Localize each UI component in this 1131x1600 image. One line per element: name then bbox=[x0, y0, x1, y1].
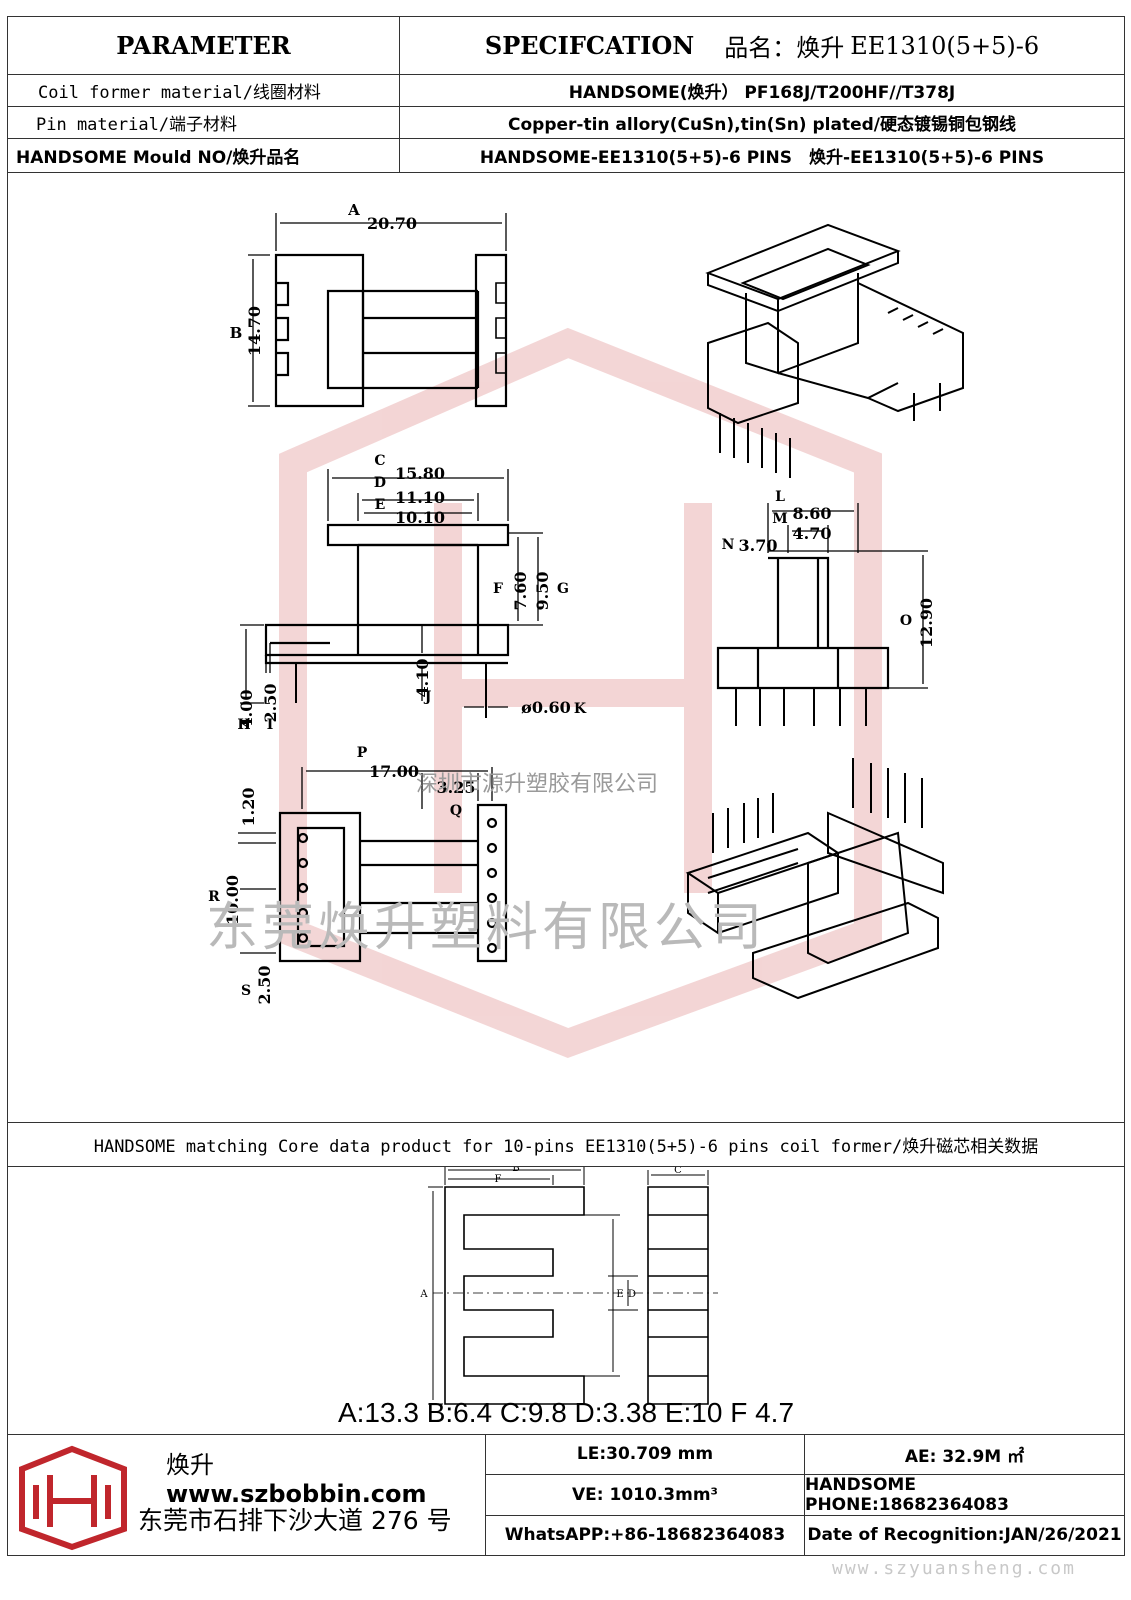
dim-value-o: 12.90 bbox=[917, 598, 936, 648]
dim-value-e: 10.10 bbox=[395, 508, 445, 527]
company-block: 焕升 www.szbobbin.com 东莞市石排下沙大道 276 号 bbox=[8, 1435, 486, 1555]
dim-letter-l: L bbox=[775, 489, 785, 505]
iso-view-top bbox=[705, 223, 964, 478]
company-logo bbox=[19, 1445, 127, 1551]
whatsapp-value: WhatsAPP:+86-18682364083 bbox=[486, 1515, 805, 1555]
core-label-d: D bbox=[628, 1289, 636, 1300]
top-view bbox=[248, 213, 508, 408]
dim-letter-n: N bbox=[722, 537, 735, 553]
parameter-title: PARAMETER bbox=[116, 31, 291, 60]
dim-letter-g: G bbox=[557, 581, 569, 597]
dim-letter-h: H bbox=[237, 717, 250, 733]
footer: 焕升 www.szbobbin.com 东莞市石排下沙大道 276 号 LE:3… bbox=[8, 1435, 1124, 1555]
dim-letter-s: S bbox=[241, 983, 251, 999]
product-name-code: EE1310(5+5)-6 bbox=[850, 31, 1040, 60]
ae-value: AE: 32.9M ㎡ bbox=[805, 1435, 1124, 1475]
dim-letter-o: O bbox=[900, 613, 912, 629]
dimension-labels: A 20.70 B 14.70 C 15.80 D 11.10 E 10.10 … bbox=[208, 201, 936, 1004]
param-value: HANDSOME-EE1310(5+5)-6 PINS 焕升-EE1310(5+… bbox=[479, 148, 1045, 168]
dim-value-g: 9.50 bbox=[533, 572, 552, 611]
dim-letter-q: Q bbox=[450, 803, 462, 819]
bottom-view bbox=[238, 767, 508, 963]
dim-value-k: ø0.60 bbox=[521, 698, 571, 717]
core-e-shape bbox=[444, 1186, 585, 1405]
param-label: Coil former material/线圈材料 bbox=[8, 75, 400, 106]
core-values: A:13.3 B:6.4 C:9.8 D:3.38 E:10 F 4.7 bbox=[337, 1397, 795, 1428]
iso-view-bottom bbox=[685, 758, 944, 1000]
dim-value-c: 15.80 bbox=[395, 464, 445, 483]
core-label-e: E bbox=[616, 1289, 623, 1300]
product-name-cn: 焕升 bbox=[796, 34, 845, 62]
core-label-c: C bbox=[674, 1167, 682, 1176]
core-label-a: A bbox=[419, 1289, 428, 1300]
param-value: HANDSOME(焕升） PF168J/T200HF//T378J bbox=[568, 83, 956, 103]
watermark-site: www.szyuansheng.com bbox=[832, 1558, 1076, 1579]
dim-value-i: 2.50 bbox=[261, 684, 280, 723]
watermark-company-small: 深圳市源升塑胶有限公司 bbox=[416, 772, 659, 797]
front-view bbox=[240, 469, 543, 718]
core-side-shape bbox=[647, 1186, 709, 1405]
company-brand-row: 焕升 www.szbobbin.com bbox=[166, 1445, 485, 1508]
parameter-header: PARAMETER bbox=[8, 17, 400, 74]
dim-letter-j: J bbox=[423, 689, 432, 705]
dim-letter-p: P bbox=[357, 745, 368, 761]
param-row: Coil former material/线圈材料 HANDSOME(焕升） P… bbox=[8, 75, 1124, 107]
dim-value-d: 11.10 bbox=[395, 488, 445, 507]
dim-value-p: 17.00 bbox=[369, 762, 419, 781]
dim-letter-k: K bbox=[574, 701, 587, 717]
dim-value-m: 4.70 bbox=[793, 524, 832, 543]
spec-header: SPECIFCATION 品名： 焕升 EE1310(5+5)-6 bbox=[400, 17, 1124, 74]
header-row: PARAMETER SPECIFCATION 品名： 焕升 EE1310(5+5… bbox=[8, 17, 1124, 75]
param-row: HANDSOME Mould NO/焕升品名 HANDSOME-EE1310(5… bbox=[8, 139, 1124, 173]
dim-value-s: 2.50 bbox=[255, 966, 274, 1005]
company-website: www.szbobbin.com bbox=[166, 1480, 427, 1508]
dim-letter-c: C bbox=[374, 453, 385, 469]
core-drawing: B F A E D C A:13.3 B:6.4 C:9.8 D:3.38 E:… bbox=[8, 1167, 1124, 1435]
dim-value-f: 7.60 bbox=[511, 572, 530, 611]
dim-letter-m: M bbox=[772, 511, 788, 527]
technical-drawing: A 20.70 B 14.70 C 15.80 D 11.10 E 10.10 … bbox=[8, 173, 1124, 1123]
core-data-title: HANDSOME matching Core data product for … bbox=[8, 1123, 1124, 1167]
company-address: 东莞市石排下沙大道 276 号 bbox=[138, 1506, 452, 1535]
spec-title: SPECIFCATION bbox=[484, 31, 695, 60]
spec-sheet: PARAMETER SPECIFCATION 品名： 焕升 EE1310(5+5… bbox=[7, 16, 1125, 1556]
dim-letter-i: I bbox=[267, 717, 274, 733]
product-name-label: 品名： bbox=[724, 34, 797, 62]
dim-letter-e: E bbox=[375, 497, 386, 513]
param-label: HANDSOME Mould NO/焕升品名 bbox=[8, 139, 400, 172]
param-label: Pin material/端子材料 bbox=[8, 107, 400, 138]
le-value: LE:30.709 mm bbox=[486, 1435, 805, 1475]
magnetic-data-grid: LE:30.709 mm AE: 32.9M ㎡ VE: 1010.3mm³ H… bbox=[486, 1435, 1124, 1555]
recognition-date: Date of Recognition:JAN/26/2021 bbox=[807, 1525, 1122, 1546]
dim-value-t: 1.20 bbox=[239, 788, 258, 827]
core-label-b: B bbox=[512, 1167, 519, 1174]
dim-value-n: 3.70 bbox=[739, 536, 778, 555]
ve-value: VE: 1010.3mm³ bbox=[486, 1474, 805, 1516]
phone-value: HANDSOME PHONE:18682364083 bbox=[805, 1475, 1124, 1516]
param-value: Copper-tin allory(CuSn),tin(Sn) plated/硬… bbox=[508, 115, 1016, 135]
side-view bbox=[716, 503, 928, 726]
dim-value-h: 4.00 bbox=[237, 690, 256, 729]
dim-value-q: 3.25 bbox=[437, 778, 476, 797]
dim-letter-f: F bbox=[493, 581, 503, 597]
dim-letter-b: B bbox=[230, 324, 243, 342]
core-label-f: F bbox=[495, 1174, 502, 1185]
dim-letter-d: D bbox=[374, 475, 386, 491]
dim-value-j: 4.10 bbox=[413, 659, 432, 698]
dim-value-r: 10.00 bbox=[223, 875, 242, 925]
dim-value-b: 14.70 bbox=[245, 306, 264, 356]
dim-value-l: 8.60 bbox=[793, 504, 832, 523]
company-brand: 焕升 bbox=[166, 1451, 214, 1479]
watermark-company-large: 东莞焕升塑料有限公司 bbox=[206, 898, 767, 958]
dim-letter-r: R bbox=[208, 889, 220, 905]
dim-value-a: 20.70 bbox=[367, 214, 417, 233]
watermark-logo bbox=[279, 327, 882, 1058]
param-row: Pin material/端子材料 Copper-tin allory(CuSn… bbox=[8, 107, 1124, 139]
dim-letter-a: A bbox=[347, 201, 360, 219]
